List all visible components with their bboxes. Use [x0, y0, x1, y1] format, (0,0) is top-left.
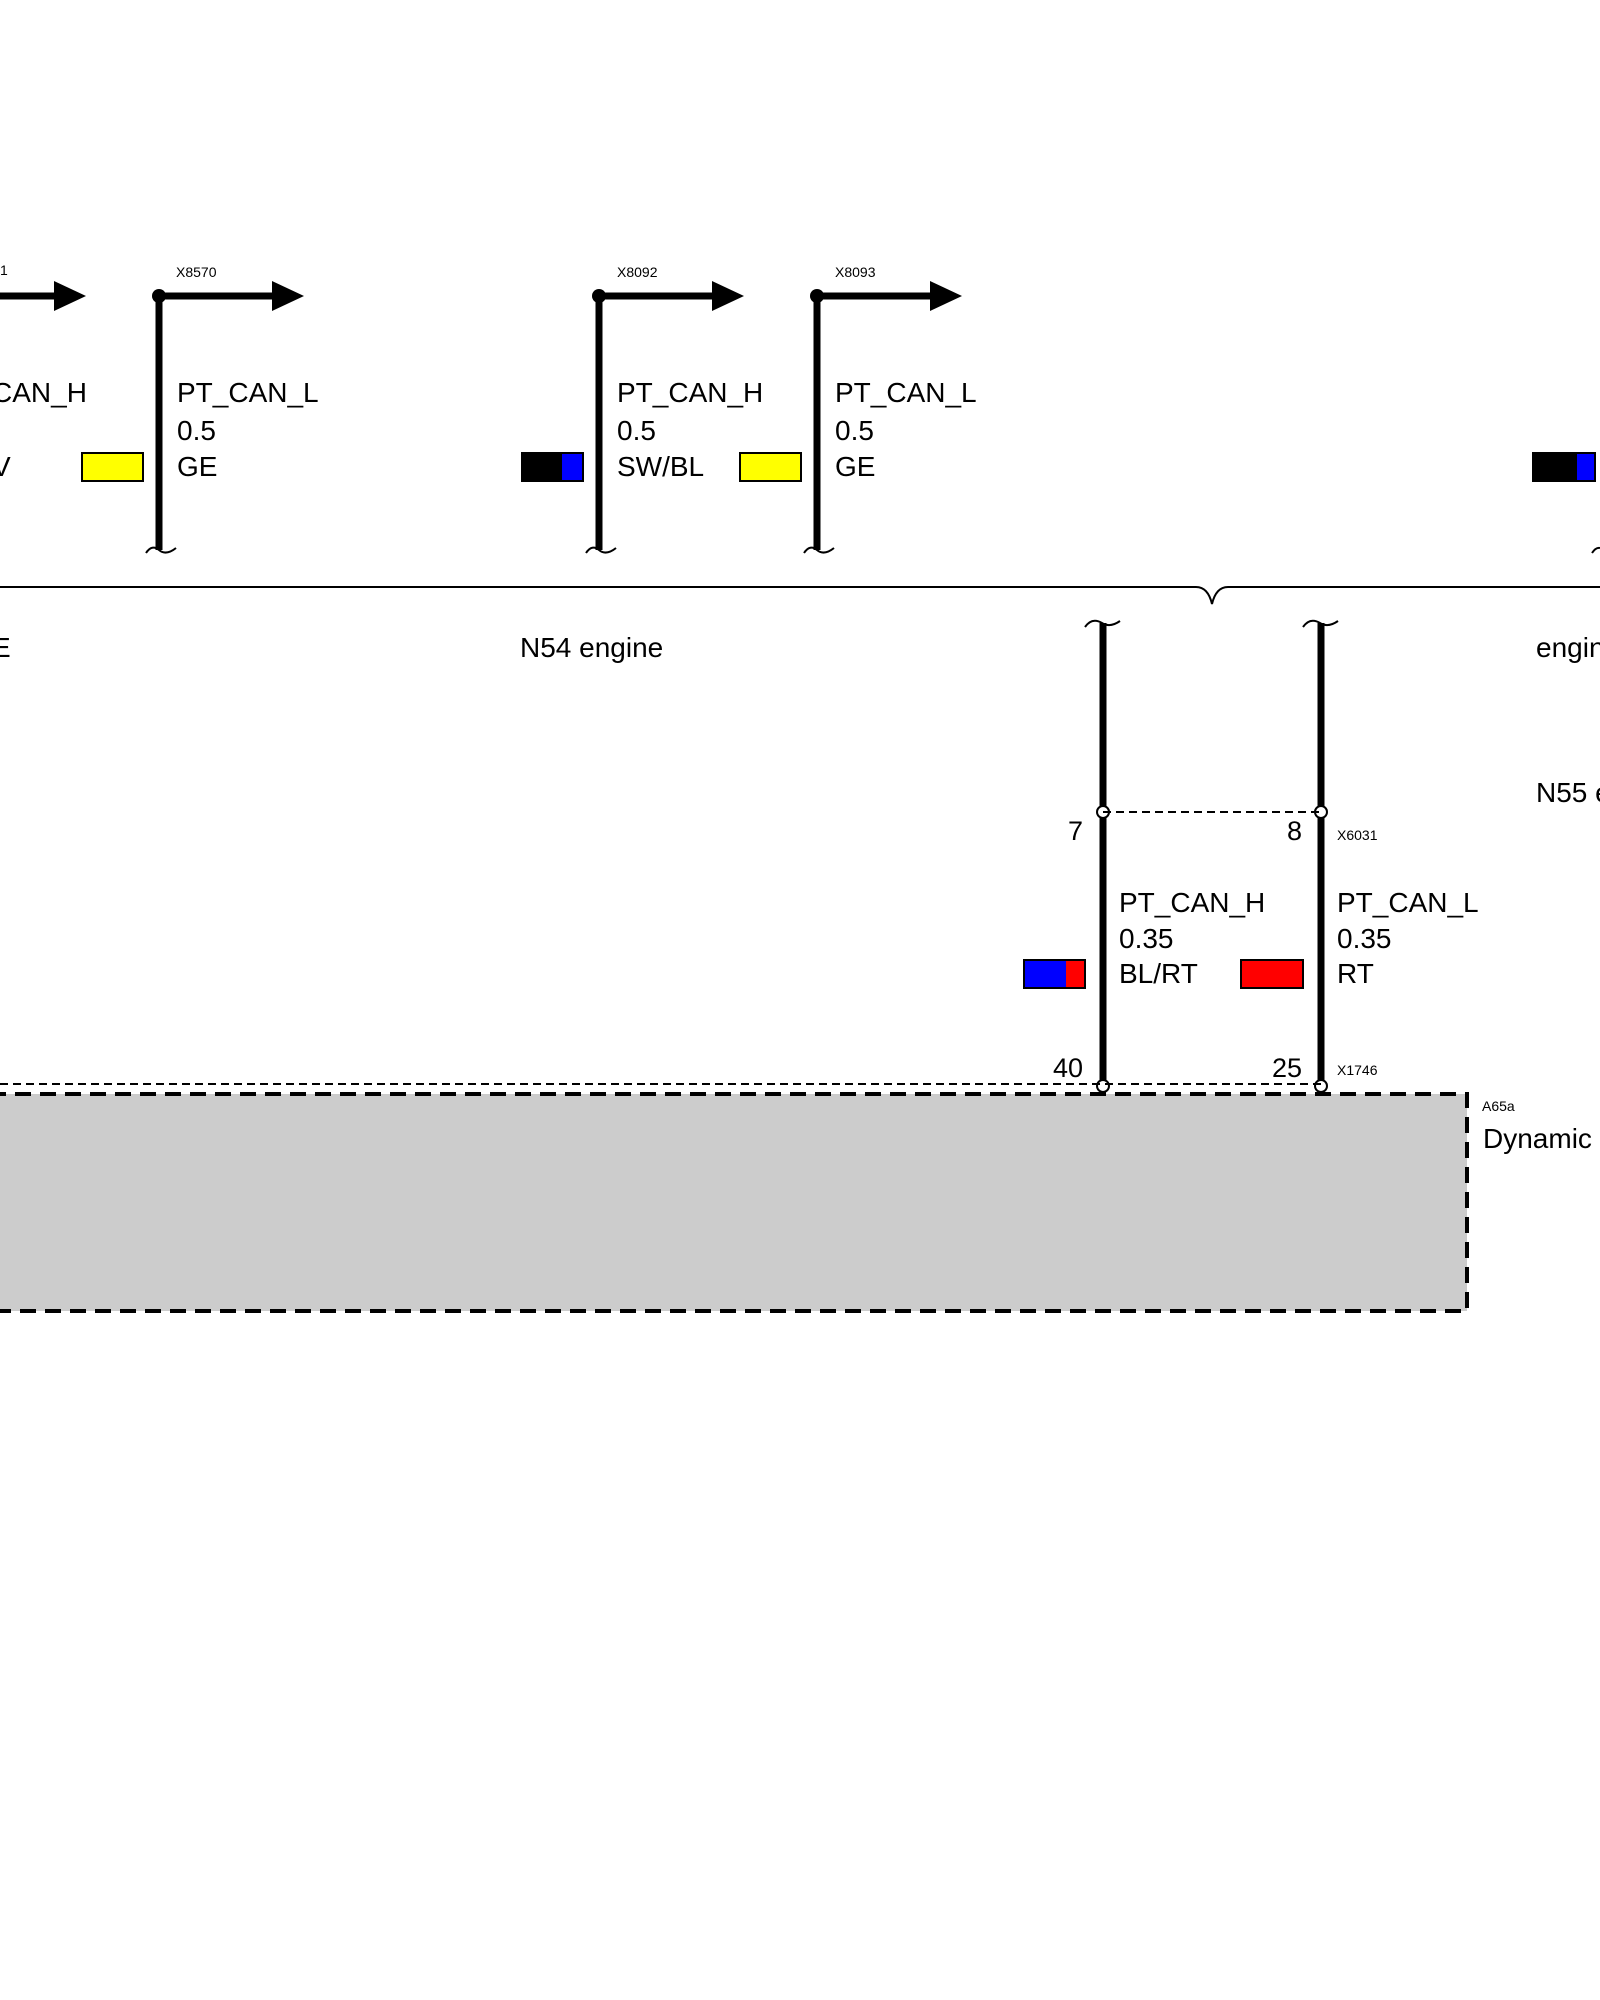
- wire-x8092-gauge: 0.5: [617, 415, 656, 446]
- arrow-right-icon: [712, 281, 744, 311]
- wire-x8093-color-code: GE: [835, 451, 875, 482]
- wire-can-h-color-code: BL/RT: [1119, 958, 1198, 989]
- pin-number-7: 7: [1068, 816, 1083, 846]
- wire-partial-left-connector: 1: [0, 262, 8, 278]
- wire-x8570-color-code: GE: [177, 451, 217, 482]
- wire-x8093-gauge: 0.5: [835, 415, 874, 446]
- pin-number-8: 8: [1287, 816, 1302, 846]
- terminal-icon: [1096, 1079, 1110, 1093]
- color-swatch-rt: [1240, 959, 1304, 989]
- engine-label-left-fragment: E: [0, 632, 11, 663]
- color-swatch-ge: [81, 452, 144, 482]
- color-swatch-bl-rt: [1023, 959, 1086, 989]
- wire-x8570: X8570 PT_CAN_L 0.5 GE: [81, 264, 319, 554]
- wire-x8570-signal: PT_CAN_L: [177, 377, 319, 408]
- wire-can-l: 8 25 PT_CAN_L 0.35 RT: [1240, 619, 1479, 1093]
- connector-label-x6031: X6031: [1337, 827, 1378, 843]
- connector-label-x1746: X1746: [1337, 1062, 1378, 1078]
- junction-dot-icon: [152, 289, 166, 303]
- wire-partial-left: 1 CAN_H V: [0, 262, 87, 482]
- module-name-label: Dynamic: [1483, 1123, 1592, 1154]
- pin-number-40: 40: [1053, 1053, 1083, 1083]
- wire-can-l-signal: PT_CAN_L: [1337, 887, 1479, 918]
- variant-brace: [0, 586, 1600, 605]
- color-swatch-ge: [739, 452, 802, 482]
- engine-label-n54: N54 engine: [520, 632, 663, 663]
- terminal-icon: [1314, 1079, 1328, 1093]
- wire-x8093: X8093 PT_CAN_L 0.5 GE: [739, 264, 977, 554]
- junction-dot-icon: [592, 289, 606, 303]
- arrow-right-icon: [54, 281, 86, 311]
- wire-break-icon: [585, 546, 617, 554]
- wire-partial-right: [1532, 452, 1600, 554]
- wire-can-h: 7 40 PT_CAN_H 0.35 BL/RT: [1023, 619, 1265, 1093]
- module-id-label: A65a: [1482, 1098, 1515, 1114]
- wire-break-icon: [145, 546, 177, 554]
- wire-x8093-signal: PT_CAN_L: [835, 377, 977, 408]
- color-swatch-sw-bl: [521, 452, 584, 482]
- engine-label-right-fragment: engin: [1536, 632, 1600, 663]
- wire-break-icon: [803, 546, 835, 554]
- color-swatch-sw-bl: [1532, 452, 1596, 482]
- wire-can-l-color-code: RT: [1337, 958, 1374, 989]
- arrow-right-icon: [930, 281, 962, 311]
- arrow-right-icon: [272, 281, 304, 311]
- junction-dot-icon: [810, 289, 824, 303]
- connector-label-x8570: X8570: [176, 264, 217, 280]
- wire-can-h-gauge: 0.35: [1119, 923, 1174, 954]
- pin-number-25: 25: [1272, 1053, 1302, 1083]
- wire-can-l-gauge: 0.35: [1337, 923, 1392, 954]
- wire-break-icon: [1591, 546, 1600, 554]
- wire-x8092-color-code: SW/BL: [617, 451, 704, 482]
- wire-x8092-signal: PT_CAN_H: [617, 377, 763, 408]
- wire-can-h-signal: PT_CAN_H: [1119, 887, 1265, 918]
- connector-label-x8093: X8093: [835, 264, 876, 280]
- wire-partial-left-signal: CAN_H: [0, 377, 87, 408]
- wire-x8570-gauge: 0.5: [177, 415, 216, 446]
- wire-partial-left-color-code: V: [0, 451, 11, 482]
- wire-x8092: X8092 PT_CAN_H 0.5 SW/BL: [521, 264, 763, 554]
- module-a65a-box: [0, 1092, 1469, 1313]
- engine-label-n55-fragment: N55 e: [1536, 777, 1600, 808]
- connector-label-x8092: X8092: [617, 264, 658, 280]
